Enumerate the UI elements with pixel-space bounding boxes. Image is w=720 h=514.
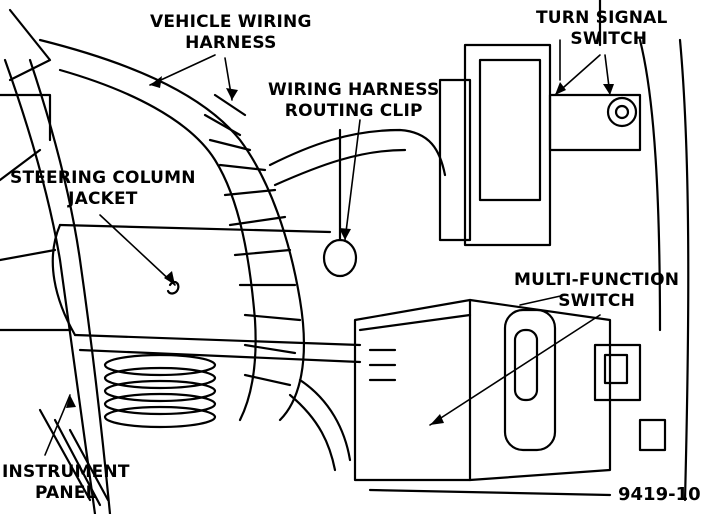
label-wiring-harness-routing-clip-line2: ROUTING CLIP	[284, 101, 423, 121]
label-turn-signal-switch-line2: SWITCH	[570, 29, 648, 49]
label-multi-function-switch-line2: SWITCH	[558, 291, 636, 311]
label-turn-signal-switch-line1: TURN SIGNAL	[536, 8, 668, 28]
label-instrument-panel-line1: INSTRUMENT	[2, 462, 130, 482]
wiring-harness-bundle-shape	[38, 38, 447, 422]
label-multi-function-switch: MULTI-FUNCTION SWITCH	[514, 270, 679, 312]
label-vehicle-wiring-harness-line1: VEHICLE WIRING	[150, 12, 312, 32]
label-wiring-harness-routing-clip-line1: WIRING HARNESS	[268, 80, 440, 100]
label-vehicle-wiring-harness-line2: HARNESS	[185, 33, 277, 53]
arrowheads	[66, 76, 614, 425]
routing-clip-shape	[322, 128, 358, 278]
label-instrument-panel-line2: PANEL	[34, 483, 97, 503]
label-steering-column-jacket-line2: JACKET	[68, 189, 138, 209]
label-steering-column-jacket: STEERING COLUMN JACKET	[10, 168, 196, 210]
instrument-panel-shape	[0, 8, 112, 514]
label-vehicle-wiring-harness: VEHICLE WIRING HARNESS	[150, 12, 312, 54]
coil-spring-shape	[103, 353, 217, 429]
figure-number: 9419-10	[618, 484, 701, 505]
label-multi-function-switch-line1: MULTI-FUNCTION	[514, 270, 680, 290]
turn-signal-switch-shape	[438, 0, 690, 502]
label-turn-signal-switch: TURN SIGNAL SWITCH	[536, 8, 668, 50]
multi-function-switch-shape	[288, 298, 667, 497]
label-steering-column-jacket-line1: STEERING COLUMN	[10, 168, 196, 188]
steering-column-jacket-shape	[51, 223, 362, 364]
label-instrument-panel: INSTRUMENT PANEL	[2, 462, 130, 504]
label-wiring-harness-routing-clip: WIRING HARNESS ROUTING CLIP	[268, 80, 439, 122]
